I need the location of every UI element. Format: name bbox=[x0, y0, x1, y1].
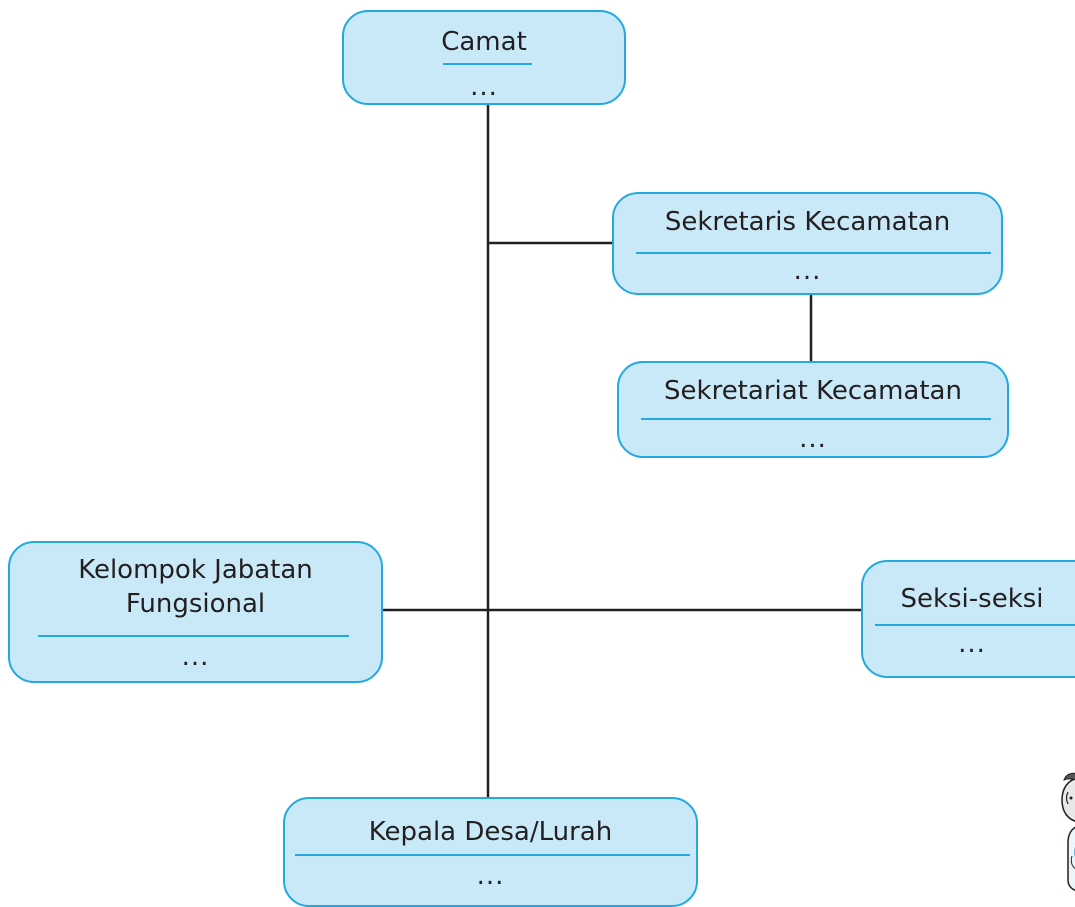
camat-name: ... bbox=[470, 72, 498, 102]
kepala-desa-lurah-title: Kepala Desa/Lurah bbox=[368, 817, 613, 847]
kelompok-jabatan-fungsional-title: Kelompok Jabatan Fungsional bbox=[10, 553, 381, 621]
kepala-desa-lurah-box: Kepala Desa/Lurah ... bbox=[283, 797, 698, 907]
sekretaris-kecamatan-name: ... bbox=[793, 256, 822, 286]
sekretariat-kecamatan-divider bbox=[641, 418, 991, 420]
sekretariat-kecamatan-box: Sekretariat Kecamatan ... bbox=[617, 361, 1009, 458]
camat-title: Camat bbox=[441, 27, 527, 57]
sekretaris-kecamatan-title: Sekretaris Kecamatan bbox=[664, 207, 951, 237]
kepala-desa-lurah-divider bbox=[295, 854, 690, 856]
mascot-illustration-icon bbox=[1061, 772, 1075, 891]
sekretaris-kecamatan-box: Sekretaris Kecamatan ... bbox=[612, 192, 1003, 295]
camat-box: Camat ... bbox=[342, 10, 626, 105]
seksi-seksi-box: Seksi-seksi ... bbox=[861, 560, 1075, 678]
camat-divider bbox=[443, 63, 532, 65]
kepala-desa-lurah-name: ... bbox=[476, 861, 505, 891]
seksi-seksi-name: ... bbox=[958, 629, 986, 659]
seksi-seksi-divider bbox=[875, 624, 1075, 626]
sekretaris-kecamatan-divider bbox=[636, 252, 991, 254]
sekretariat-kecamatan-name: ... bbox=[799, 424, 827, 454]
sekretariat-kecamatan-title: Sekretariat Kecamatan bbox=[664, 376, 962, 406]
kelompok-name: ... bbox=[181, 642, 210, 672]
kelompok-title-line-2: Fungsional bbox=[125, 589, 266, 619]
kelompok-divider bbox=[38, 635, 349, 637]
seksi-seksi-title: Seksi-seksi bbox=[900, 584, 1044, 614]
kelompok-jabatan-fungsional-box: Kelompok Jabatan Fungsional ... bbox=[8, 541, 383, 683]
kelompok-title-line-1: Kelompok Jabatan bbox=[78, 555, 313, 585]
